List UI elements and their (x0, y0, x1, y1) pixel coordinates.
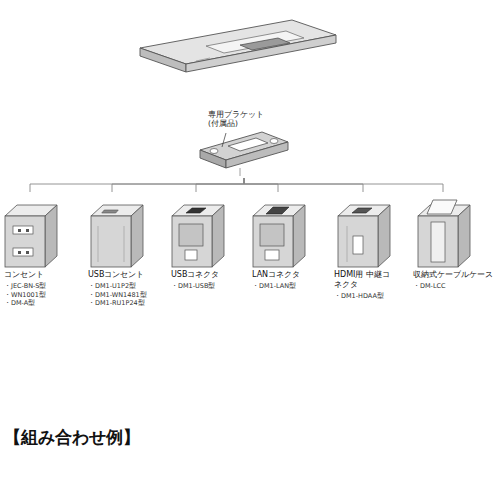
callout-text: 専用ブラケット (付属品) (208, 110, 266, 128)
lan-connector-module (253, 205, 305, 267)
module-name: USBコンセント (88, 270, 170, 280)
tree-connector (112, 178, 244, 192)
hdmi-connector-module (338, 205, 390, 267)
illustration-space (4, 192, 86, 270)
model-number: ・DM1-U1P2型 (88, 282, 170, 291)
module-node: USBコネクタ・DM1-USB型 (171, 192, 251, 317)
module-node: コンセント・JEC-BN-S型・WN1001型・DM-A型 (4, 192, 86, 317)
model-number: ・DM-LCC (413, 282, 499, 291)
bracket-node: 専用ブラケット (付属品) (196, 108, 292, 178)
cable-case-module (418, 200, 470, 267)
module-name: LANコネクタ (252, 270, 332, 280)
module-node: USBコンセント・DM1-U1P2型・DM1-WN1481型・DM1-RU1P2… (88, 192, 170, 317)
model-number: ・JEC-BN-S型 (4, 282, 86, 291)
cover-plate (140, 20, 336, 72)
illustration-space (252, 192, 332, 270)
outlet-module (5, 205, 57, 267)
usb-outlet-module (91, 205, 143, 267)
model-number: ・DM-A型 (4, 299, 86, 308)
illustration-space (171, 192, 251, 270)
model-number: ・DM1-HDAA型 (334, 292, 412, 301)
illustration-space (88, 192, 170, 270)
bracket (200, 132, 288, 176)
module-name: コンセント (4, 270, 86, 280)
model-number: ・DM1-USB型 (171, 282, 251, 291)
model-number: ・DM1-RU1P24型 (88, 299, 170, 308)
module-name: HDMI用 中継コネクタ (334, 270, 394, 290)
model-number: ・WN1001型 (4, 291, 86, 300)
model-number: ・DM1-LAN型 (252, 282, 332, 291)
module-name: 収納式ケーブルケース (413, 270, 499, 280)
illustration-space (334, 192, 412, 270)
usb-connector-module (172, 205, 224, 267)
tree-connector (196, 178, 244, 192)
module-name: USBコネクタ (171, 270, 251, 280)
tree-connector (244, 178, 278, 192)
tree-connector (244, 178, 443, 192)
module-node: LANコネクタ・DM1-LAN型 (252, 192, 332, 317)
section-heading: 【組み合わせ例】 (4, 426, 140, 449)
tree-connector (244, 178, 363, 192)
illustration-space (413, 192, 499, 270)
module-node: 収納式ケーブルケース・DM-LCC (413, 192, 499, 317)
module-node: HDMI用 中継コネクタ・DM1-HDAA型 (334, 192, 412, 317)
tree-connector (30, 178, 244, 192)
model-number: ・DM1-WN1481型 (88, 291, 170, 300)
